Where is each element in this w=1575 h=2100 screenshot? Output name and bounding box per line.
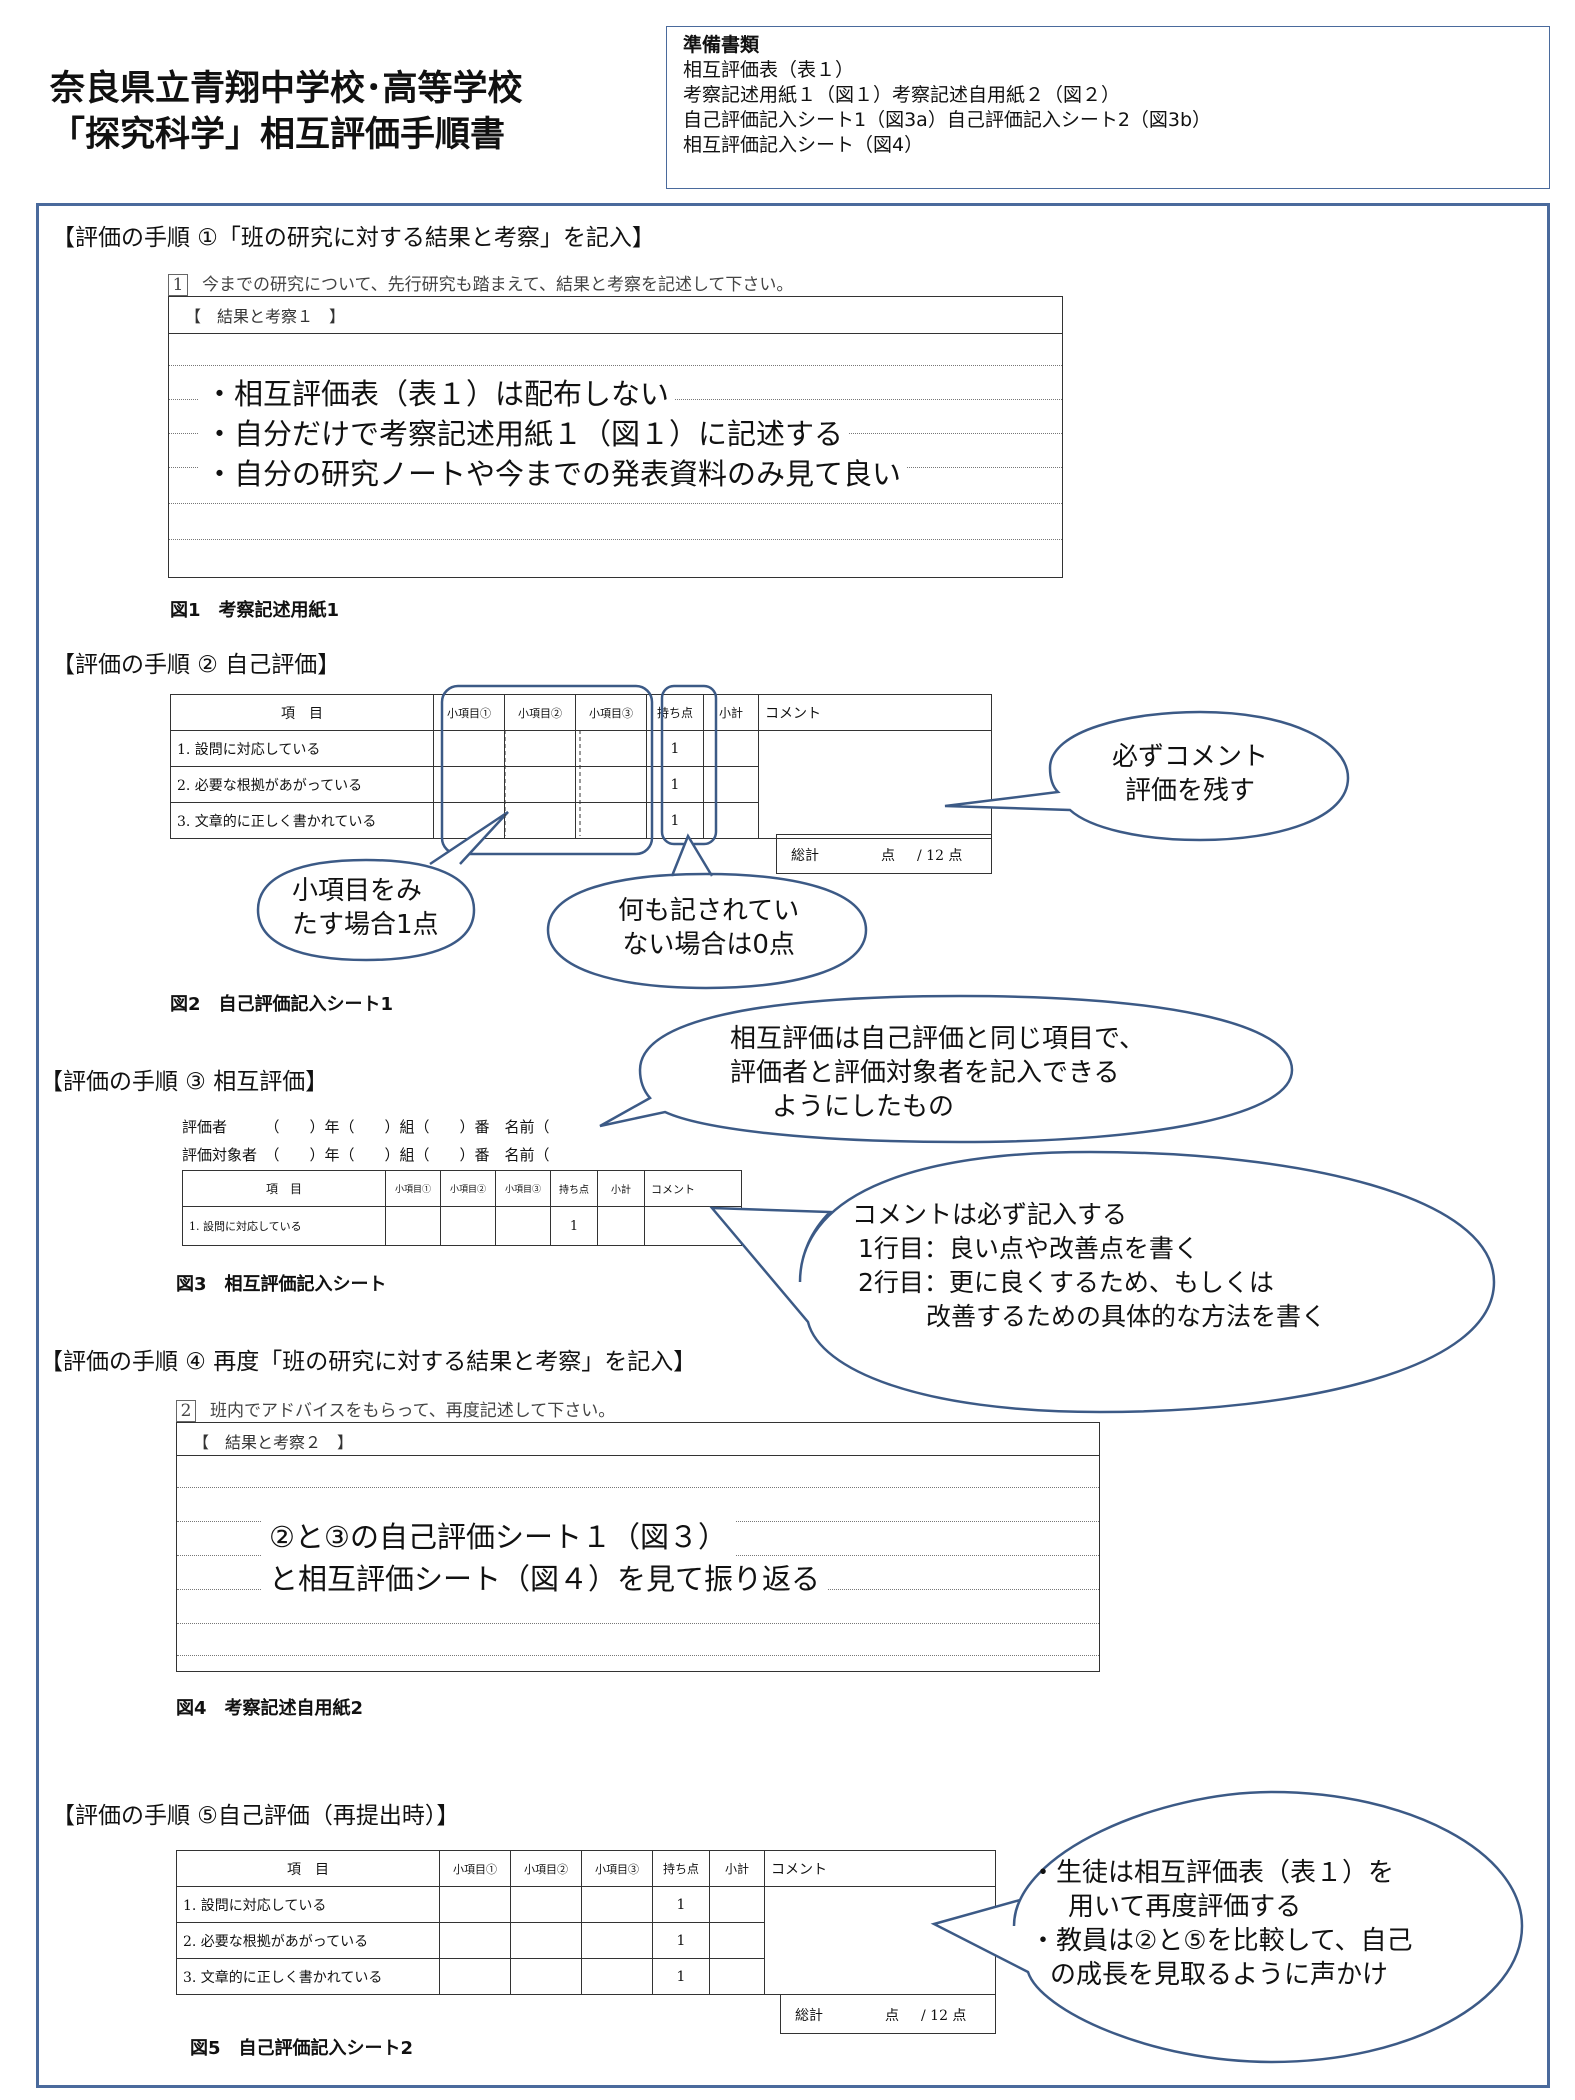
step4-heading: 【評価の手順 ④ 再度「班の研究に対する結果と考察」を記入】	[40, 1349, 697, 1375]
step4-answer-box: 【 結果と考察２ 】 ②と③の自己評価シート１（図３） と相互評価シート（図４）…	[176, 1422, 1100, 1672]
table-row: 1. 設問に対応している 1	[176, 1886, 996, 1995]
bubble-comment	[944, 710, 1350, 842]
main-frame	[36, 203, 1550, 2088]
step1-answer-box: 【 結果と考察１ 】 ・相互評価表（表１）は配布しない ・自分だけで考察記述用紙…	[168, 296, 1063, 578]
prep-item: 相互評価記入シート（図4）	[683, 134, 924, 156]
col-header: 小項目①	[385, 1170, 441, 1207]
step5-heading: 【評価の手順 ⑤自己評価（再提出時）】	[52, 1803, 460, 1829]
prep-heading: 準備書類	[683, 34, 760, 56]
col-header: 小項目①	[433, 694, 505, 731]
bubble-step5-text: ・生徒は相互評価表（表１）を 用いて再度評価する ・教員は②と⑤を比較して、自己…	[1030, 1858, 1413, 1990]
col-header: 項 目	[176, 1850, 440, 1887]
table-row: 3. 文章的に正しく書かれている 1	[176, 1958, 996, 1995]
target-line: 評価対象者 （ ）年（ ）組（ ）番 名前（	[182, 1146, 550, 1164]
step1-heading: 【評価の手順 ①「班の研究に対する結果と考察」を記入】	[52, 225, 655, 251]
col-header: コメント	[644, 1170, 742, 1207]
bubble-mutual-top-text: 相互評価は自己評価と同じ項目で、 評価者と評価対象者を記入できる ようにしたもの	[730, 1024, 1145, 1122]
table-row: 1. 設問に対応している 1	[170, 730, 992, 839]
evaluator-line: 評価者 （ ）年（ ）組（ ）番 名前（	[182, 1118, 550, 1136]
total-cell: 総計 点 / 12 点	[780, 1994, 996, 2034]
bubble-mutual-top	[599, 994, 1294, 1144]
step1-note: ・自分だけで考察記述用紙１（図１）に記述する	[199, 414, 850, 454]
self-eval-table-2: 項 目 小項目① 小項目② 小項目③ 持ち点 小計 コメント 1. 設問に対応し…	[176, 1850, 996, 1995]
figure5-caption: 図5 自己評価記入シート2	[190, 2038, 414, 2059]
page-title: 奈良県立青翔中学校･高等学校 「探究科学」相互評価手順書	[50, 69, 523, 155]
col-header: 小項目②	[440, 1170, 496, 1207]
total-cell: 総計 点 / 12 点	[776, 834, 992, 874]
col-header: 小項目②	[510, 1850, 582, 1887]
prep-item: 自己評価記入シート1（図3a）自己評価記入シート2（図3b）	[683, 109, 1212, 131]
table-row: 3. 文章的に正しく書かれている 1	[170, 802, 992, 839]
prep-item: 考察記述用紙１（図１）考察記述自用紙２（図２）	[683, 84, 1121, 106]
col-header: 小計	[597, 1170, 645, 1207]
answer-box-title: 【 結果と考察１ 】	[185, 307, 346, 326]
figure1-caption: 図1 考察記述用紙1	[170, 600, 340, 621]
mutual-eval-table: 項 目 小項目① 小項目② 小項目③ 持ち点 小計 コメント 1. 設問に対応し…	[182, 1170, 742, 1246]
step4-note: ②と③の自己評価シート１（図３）	[261, 1517, 735, 1557]
question-number: 1	[168, 274, 188, 296]
table-row: 1. 設問に対応している 1	[182, 1206, 742, 1246]
figure2-caption: 図2 自己評価記入シート1	[170, 994, 394, 1015]
bubble-comment-text: 必ずコメント 評価を残す	[1112, 742, 1269, 806]
col-header: 小項目③	[495, 1170, 551, 1207]
col-header: 小計	[709, 1850, 765, 1887]
answer-box-title: 【 結果と考察２ 】	[193, 1433, 354, 1452]
bubble-comment-rules-text: コメントは必ず記入する 1行目：良い点や改善点を書く 2行目：更に良くするため、…	[852, 1200, 1327, 1331]
bubble-comment-rules	[709, 1150, 1496, 1414]
bubble-blank-text: 何も記されてい ない場合は0点	[618, 896, 800, 960]
col-header: 小項目①	[439, 1850, 511, 1887]
bubble-subitem-text: 小項目をみ たす場合1点	[292, 876, 439, 940]
prep-item: 相互評価表（表１）	[683, 59, 855, 81]
step3-heading: 【評価の手順 ③ 相互評価】	[40, 1069, 329, 1095]
table-row: 2. 必要な根拠があがっている 1	[170, 766, 992, 803]
prep-documents-box: 準備書類 相互評価表（表１） 考察記述用紙１（図１）考察記述自用紙２（図２） 自…	[666, 26, 1550, 189]
col-header: 小計	[703, 694, 759, 731]
question-number: 2	[176, 1400, 196, 1422]
self-eval-table-1: 項 目 小項目① 小項目② 小項目③ 持ち点 小計 コメント 1. 設問に対応し…	[170, 694, 992, 839]
step4-note: と相互評価シート（図４）を見て振り返る	[261, 1559, 829, 1599]
bubble-blank	[546, 833, 868, 990]
step2-heading: 【評価の手順 ② 自己評価】	[52, 652, 341, 678]
col-header: 持ち点	[646, 694, 704, 731]
bubble-step5	[930, 1790, 1524, 2064]
bubble-subitem	[256, 810, 509, 962]
step1-note: ・相互評価表（表１）は配布しない	[199, 374, 676, 414]
figure3-caption: 図3 相互評価記入シート	[176, 1274, 387, 1295]
points-highlight-box	[660, 684, 718, 846]
subitem-highlight-box	[440, 684, 654, 856]
step1-note: ・自分の研究ノートや今までの発表資料のみ見て良い	[199, 454, 908, 494]
figure4-caption: 図4 考察記述自用紙2	[176, 1698, 364, 1719]
